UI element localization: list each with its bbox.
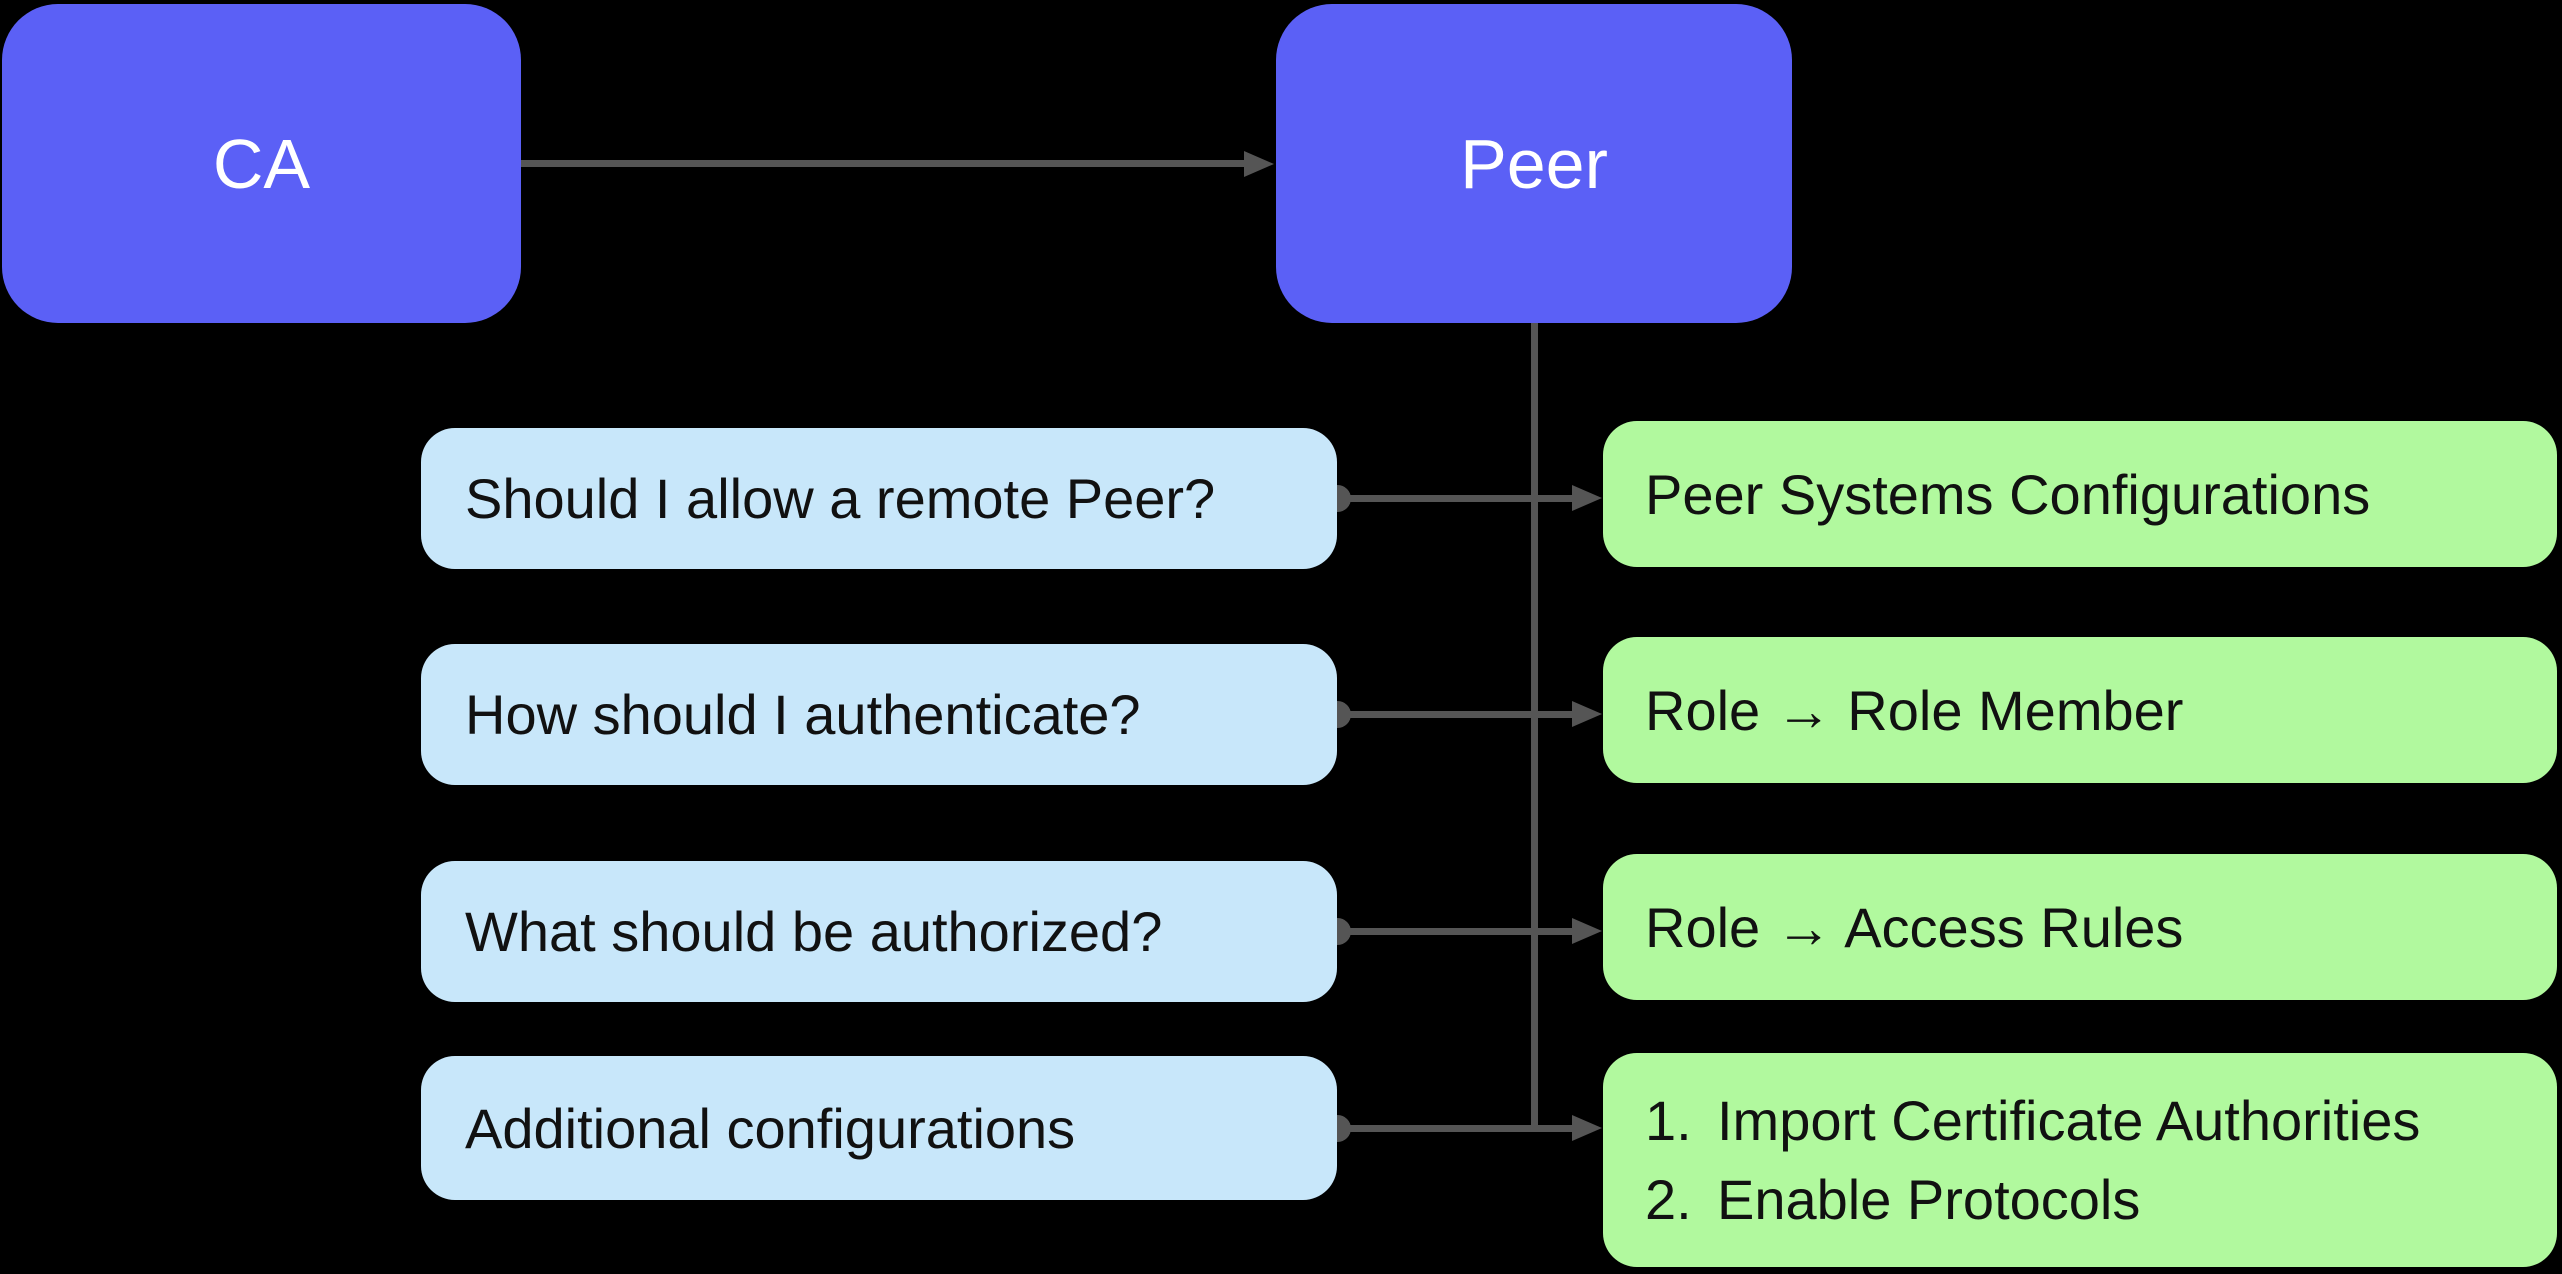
list-item-text: Enable Protocols	[1717, 1168, 2141, 1231]
list-item-number: 2.	[1645, 1168, 1692, 1231]
question-text: What should be authorized?	[465, 900, 1163, 963]
question-text: Should I allow a remote Peer?	[465, 467, 1216, 530]
node-peer: Peer	[1276, 4, 1792, 323]
row-1-arrowhead-icon	[1572, 485, 1602, 511]
question-box-what-authorized: What should be authorized?	[421, 861, 1337, 1002]
peer-vertical-line	[1531, 323, 1538, 1131]
ca-to-peer-line	[521, 160, 1244, 167]
answer-box-peer-systems-configurations: Peer Systems Configurations	[1603, 421, 2557, 567]
answer-box-role-member: Role → Role Member	[1603, 637, 2557, 783]
node-ca-label: CA	[212, 124, 311, 203]
node-ca: CA	[2, 4, 521, 323]
list-item: 2. Enable Protocols	[1645, 1160, 2420, 1239]
question-box-allow-remote-peer: Should I allow a remote Peer?	[421, 428, 1337, 569]
answer-numbered-list: 1. Import Certificate Authorities 2. Ena…	[1645, 1081, 2420, 1239]
row-4-arrowhead-icon	[1572, 1115, 1602, 1141]
row-4-line	[1337, 1125, 1572, 1132]
answer-box-additional-steps: 1. Import Certificate Authorities 2. Ena…	[1603, 1053, 2557, 1267]
answer-text: Role → Access Rules	[1645, 895, 2184, 959]
row-1-line	[1337, 495, 1572, 502]
answer-box-access-rules: Role → Access Rules	[1603, 854, 2557, 1000]
list-item-number: 1.	[1645, 1089, 1692, 1152]
ca-to-peer-arrowhead-icon	[1244, 151, 1274, 177]
question-box-additional-configurations: Additional configurations	[421, 1056, 1337, 1200]
list-item: 1. Import Certificate Authorities	[1645, 1081, 2420, 1160]
question-text: How should I authenticate?	[465, 683, 1141, 746]
row-2-line	[1337, 711, 1572, 718]
answer-text: Peer Systems Configurations	[1645, 462, 2371, 526]
node-peer-label: Peer	[1460, 124, 1608, 203]
list-item-text: Import Certificate Authorities	[1717, 1089, 2421, 1152]
question-box-how-authenticate: How should I authenticate?	[421, 644, 1337, 785]
row-3-arrowhead-icon	[1572, 918, 1602, 944]
row-3-line	[1337, 928, 1572, 935]
question-text: Additional configurations	[465, 1096, 1076, 1160]
row-2-arrowhead-icon	[1572, 701, 1602, 727]
answer-text: Role → Role Member	[1645, 678, 2184, 742]
